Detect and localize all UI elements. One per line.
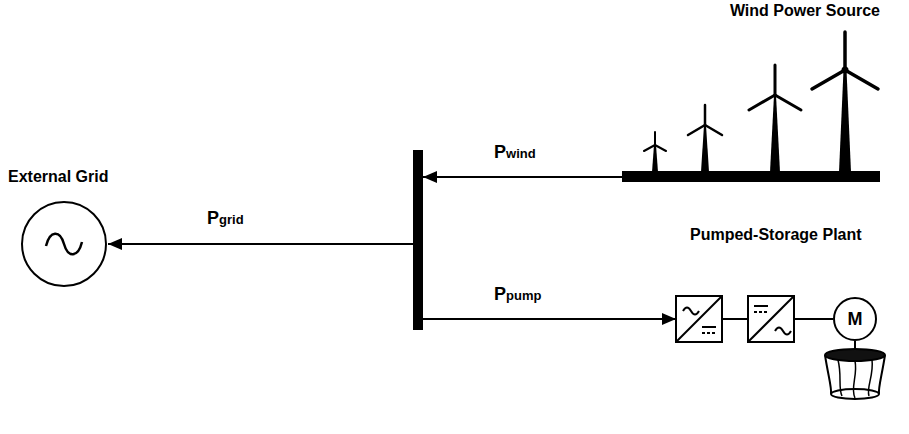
- pump-impeller: [825, 341, 885, 399]
- power-label: Ppump: [492, 284, 543, 305]
- power-flow-arrow: [108, 177, 622, 244]
- converters: [676, 296, 833, 342]
- bus-bar: [413, 150, 423, 330]
- node-heading: Wind Power Source: [730, 2, 880, 20]
- motor-letter: M: [848, 310, 863, 328]
- arrow-head: [423, 171, 437, 183]
- node-heading: External Grid: [8, 168, 108, 186]
- wind-turbines: [622, 32, 880, 182]
- grid-source: External Grid: [8, 168, 138, 290]
- power-flow-arrow: [418, 177, 676, 319]
- plant-group: Pumped-Storage PlantM: [676, 226, 900, 406]
- node-heading: Pumped-Storage Plant: [690, 226, 862, 244]
- grid-circle: [20, 200, 108, 288]
- plant-group: Wind Power Source: [622, 2, 880, 182]
- power-label: Pgrid: [205, 208, 246, 229]
- motor-circle: M: [833, 297, 877, 341]
- power-label: Pwind: [492, 142, 538, 163]
